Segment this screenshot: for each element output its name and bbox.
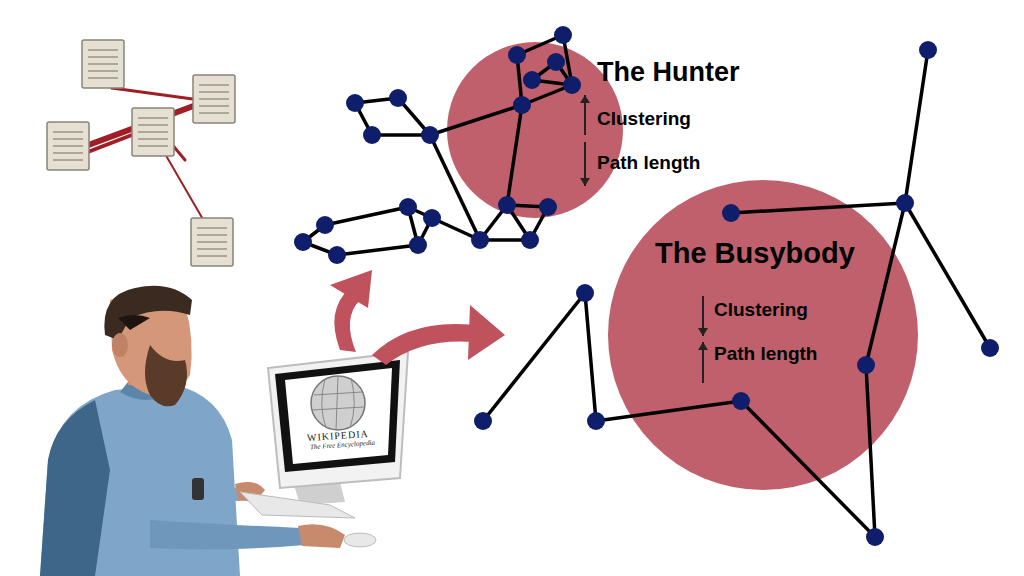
paper-icon: [82, 40, 124, 88]
measure-label: Path length: [597, 153, 700, 174]
graph-edge: [905, 50, 928, 203]
graph-vertex: [554, 26, 572, 44]
graph-vertex: [513, 96, 531, 114]
graph-vertex: [316, 216, 334, 234]
graph-vertex: [471, 231, 489, 249]
paper-icon: [191, 218, 233, 266]
measure-label: Clustering: [597, 109, 691, 130]
graph-vertex: [547, 53, 565, 71]
graph-vertex: [896, 194, 914, 212]
graph-edge: [337, 245, 418, 255]
graph-edge: [905, 203, 990, 348]
graph-vertex: [498, 196, 516, 214]
graph-vertex: [732, 392, 750, 410]
graph-edge: [866, 203, 905, 365]
graph-edge: [596, 401, 741, 421]
graph-vertex: [363, 126, 381, 144]
measure-label: Clustering: [714, 300, 808, 321]
graph-vertex: [409, 236, 427, 254]
graph-vertex: [423, 209, 441, 227]
graph-vertex: [399, 198, 417, 216]
flow-arrows: [330, 270, 505, 365]
graph-edge: [483, 293, 585, 421]
region-circle: The HunterClusteringPath length: [447, 42, 623, 218]
graph-vertex: [576, 284, 594, 302]
graph-edge: [731, 203, 905, 213]
circle-outline: [447, 42, 623, 218]
graph-vertex: [919, 41, 937, 59]
measure-label: Path length: [714, 344, 817, 365]
graph-vertex: [866, 528, 884, 546]
logo-wordmark: WIKIPEDIA: [307, 428, 369, 443]
graph-vertex: [521, 231, 539, 249]
graph-vertex: [563, 76, 581, 94]
graph-vertex: [722, 204, 740, 222]
role-heading: The Busybody: [655, 238, 855, 270]
graph-vertex: [587, 412, 605, 430]
graph-vertex: [328, 246, 346, 264]
graph-vertex: [346, 94, 364, 112]
graph-edge: [430, 105, 522, 135]
graph-edge: [866, 365, 875, 537]
graph-vertex: [421, 126, 439, 144]
linked-papers: [47, 40, 235, 266]
graph-vertex: [474, 412, 492, 430]
graph-vertex: [294, 233, 312, 251]
graph-vertex: [389, 89, 407, 107]
logo-tagline: The Free Encyclopedia: [310, 440, 375, 452]
computer: [240, 352, 408, 547]
graph-edge: [585, 293, 596, 421]
graph-vertex: [539, 198, 557, 216]
graph-vertex: [508, 46, 526, 64]
graph-edge: [507, 105, 522, 205]
graph-edge: [741, 401, 875, 537]
trend-arrows: [580, 95, 708, 383]
graph-edge: [325, 207, 408, 225]
paper-icon: [47, 122, 89, 170]
graph-vertex: [981, 339, 999, 357]
graph-vertex: [857, 356, 875, 374]
role-heading: The Hunter: [597, 58, 740, 88]
paper-icon: [132, 108, 174, 156]
paper-icon: [193, 75, 235, 123]
graph-vertex: [523, 71, 541, 89]
